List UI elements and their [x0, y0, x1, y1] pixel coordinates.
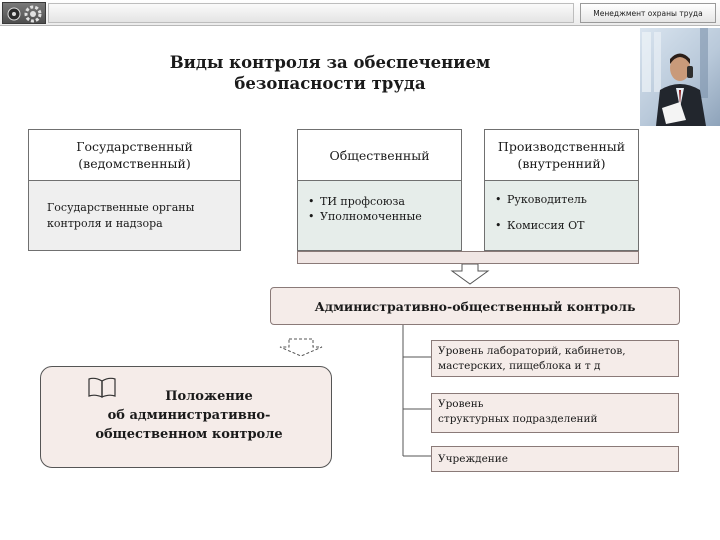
arrow-down-icon — [279, 338, 323, 357]
arrow-down-icon — [450, 263, 490, 285]
top-bar: Менеджмент охраны труда — [0, 0, 720, 26]
title-line-2: безопасности труда — [234, 74, 426, 93]
bullet-icon: • — [308, 210, 315, 223]
type-state-body: Государственные органы контроля и надзор… — [29, 181, 240, 250]
type-production-header: Производственный (внутренний) — [485, 130, 638, 181]
type-state-header: Государственный (ведомственный) — [29, 130, 240, 181]
page-title: Виды контроля за обеспечением безопаснос… — [120, 52, 540, 94]
businessman-photo — [640, 28, 720, 126]
title-line-1: Виды контроля за обеспечением — [169, 53, 491, 72]
regulation-title: Положение об административно- общественн… — [95, 389, 283, 442]
regulation-box: Положение об административно- общественн… — [40, 366, 332, 468]
admin-control-box: Административно-общественный контроль — [270, 287, 680, 325]
list-item: •ТИ профсоюза — [308, 192, 461, 212]
list-item: •Уполномоченные — [308, 207, 461, 227]
gear-icon — [7, 5, 42, 23]
bullet-icon: • — [495, 219, 502, 232]
level-institution: Учреждение — [431, 446, 679, 472]
joining-strip — [297, 251, 639, 264]
book-icon — [88, 377, 116, 398]
type-production-body: •Руководитель •Комиссия ОТ — [485, 181, 638, 250]
level-departments: Уровень структурных подразделений — [431, 393, 679, 433]
type-production: Производственный (внутренний) •Руководит… — [484, 129, 639, 251]
list-item: •Руководитель — [495, 187, 638, 213]
type-public: Общественный •ТИ профсоюза •Уполномоченн… — [297, 129, 462, 251]
level-labs: Уровень лабораторий, кабинетов, мастерск… — [431, 340, 679, 377]
brand-label: Менеджмент охраны труда — [580, 3, 716, 23]
logo — [2, 2, 46, 24]
type-state: Государственный (ведомственный) Государс… — [28, 129, 241, 251]
top-strip — [48, 3, 574, 23]
type-public-header: Общественный — [298, 130, 461, 181]
list-item: •Комиссия ОТ — [495, 213, 638, 239]
bullet-icon: • — [495, 193, 502, 206]
type-public-body: •ТИ профсоюза •Уполномоченные — [298, 181, 461, 250]
bullet-icon: • — [308, 195, 315, 208]
